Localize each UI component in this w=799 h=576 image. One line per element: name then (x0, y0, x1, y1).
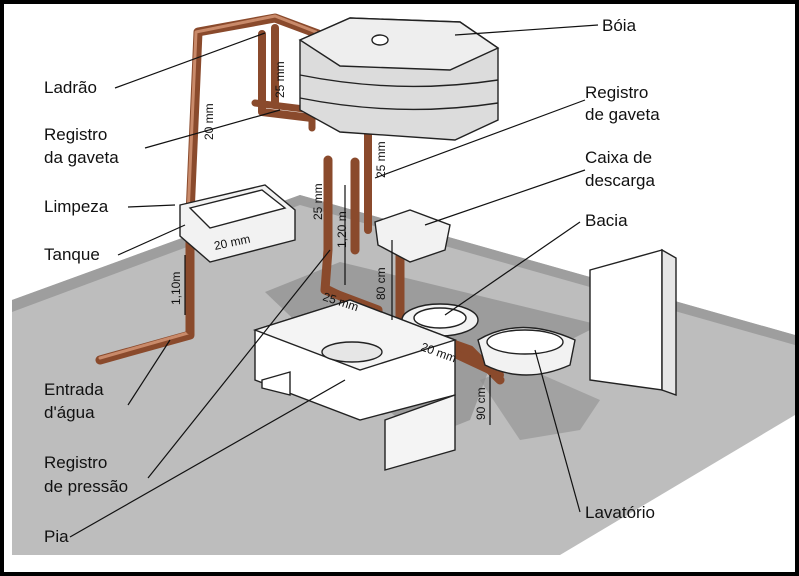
dim-20mm-left: 20 mm (202, 103, 216, 140)
floor-shadow-2 (480, 365, 600, 440)
leader-lines (69, 24, 599, 538)
dim-1-10m: 1,10m (169, 272, 183, 305)
label-registro-pressao-1: Registro (44, 453, 107, 472)
label-bacia: Bacia (585, 211, 628, 230)
label-pia: Pia (44, 527, 69, 546)
dim-25mm-mid: 25 mm (311, 183, 325, 220)
label-caixa-descarga-1: Caixa de (585, 148, 652, 167)
dim-90cm: 90 cm (474, 387, 488, 420)
label-caixa-descarga-2: descarga (585, 171, 655, 190)
label-registro-gaveta-left-2: da gaveta (44, 148, 119, 167)
label-registro-pressao-2: de pressão (44, 477, 128, 496)
label-lavatorio: Lavatório (585, 503, 655, 522)
sink-counter (252, 299, 458, 471)
label-entrada-agua-2: d'água (44, 403, 95, 422)
label-boia: Bóia (602, 16, 637, 35)
label-entrada-agua-1: Entrada (44, 380, 104, 399)
dim-25mm-top: 25 mm (273, 61, 287, 98)
laundry-tub (179, 184, 296, 263)
label-registro-gaveta-top-1: Registro (585, 83, 648, 102)
dim-1-20m: 1,20 m (335, 211, 349, 248)
dimension-lines (184, 185, 491, 425)
label-tanque: Tanque (44, 245, 100, 264)
label-ladrao: Ladrão (44, 78, 97, 97)
partition-wall (589, 248, 677, 396)
label-registro-gaveta-top-2: de gaveta (585, 105, 660, 124)
dim-80cm: 80 cm (374, 267, 388, 300)
water-tank (298, 17, 500, 141)
label-limpeza: Limpeza (44, 197, 109, 216)
label-registro-gaveta-left-1: Registro (44, 125, 107, 144)
dim-25mm-right: 25 mm (374, 141, 388, 178)
washbasin (477, 326, 576, 376)
